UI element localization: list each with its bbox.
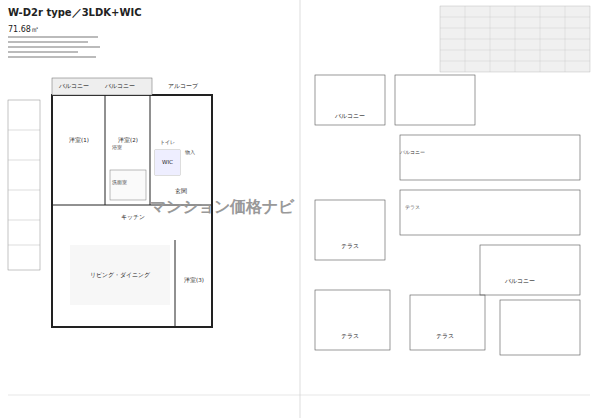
room-box: WIC — [155, 150, 180, 175]
room-label: WIC — [162, 159, 173, 165]
room-label: 玄関 — [175, 188, 187, 194]
page-title: W-D2r type／3LDK+WIC — [8, 6, 142, 20]
room-box: バルコニー — [485, 275, 555, 287]
plan-label: 浴室 — [112, 145, 122, 151]
room-label: バルコニー — [335, 113, 365, 119]
room-label: リビング・ダイニング — [90, 272, 150, 278]
room-label: 洋室(2) — [118, 137, 138, 143]
room-box: テラス — [415, 330, 475, 342]
room-box: テラス — [320, 330, 380, 342]
plan-label: 洗面室 — [112, 180, 127, 186]
room-label: テラス — [341, 333, 359, 339]
room-box: バルコニー — [54, 80, 94, 93]
room-label: バルコニー — [505, 278, 535, 284]
room-label: バルコニー — [59, 83, 89, 89]
room-label: キッチン — [121, 214, 145, 220]
room-label: バルコニー — [105, 83, 135, 89]
room-box: 洋室(2) — [107, 120, 149, 160]
plan-label: トイレ — [160, 140, 175, 146]
plan-label: テラス — [405, 205, 420, 211]
room-box: アルコーブ — [160, 80, 205, 93]
room-box: バルコニー — [320, 110, 380, 122]
plan-label: 物入 — [185, 150, 195, 156]
room-box: 洋室(1) — [54, 120, 104, 160]
room-box: 洋室(3) — [177, 255, 211, 305]
room-label: アルコーブ — [168, 83, 198, 89]
room-label: 洋室(1) — [69, 137, 89, 143]
room-label: テラス — [436, 333, 454, 339]
room-label: テラス — [341, 243, 359, 249]
room-box: リビング・ダイニング — [70, 245, 170, 305]
room-box: バルコニー — [100, 80, 140, 93]
watermark: マンション価格ナビ — [150, 198, 294, 216]
plan-label: バルコニー — [400, 150, 425, 156]
room-box: キッチン — [110, 208, 155, 226]
room-box: テラス — [320, 240, 380, 252]
plan-label: 71.68㎡ — [8, 26, 39, 35]
room-label: 洋室(3) — [184, 277, 204, 283]
